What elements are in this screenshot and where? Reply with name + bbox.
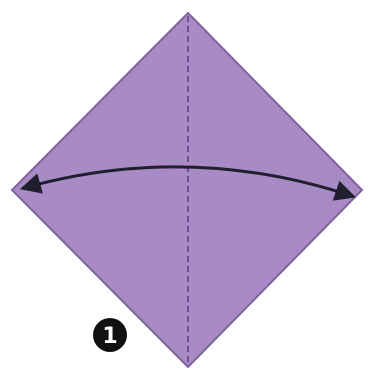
step-number-badge: 1 (93, 318, 127, 352)
step-number-label: 1 (102, 324, 117, 349)
